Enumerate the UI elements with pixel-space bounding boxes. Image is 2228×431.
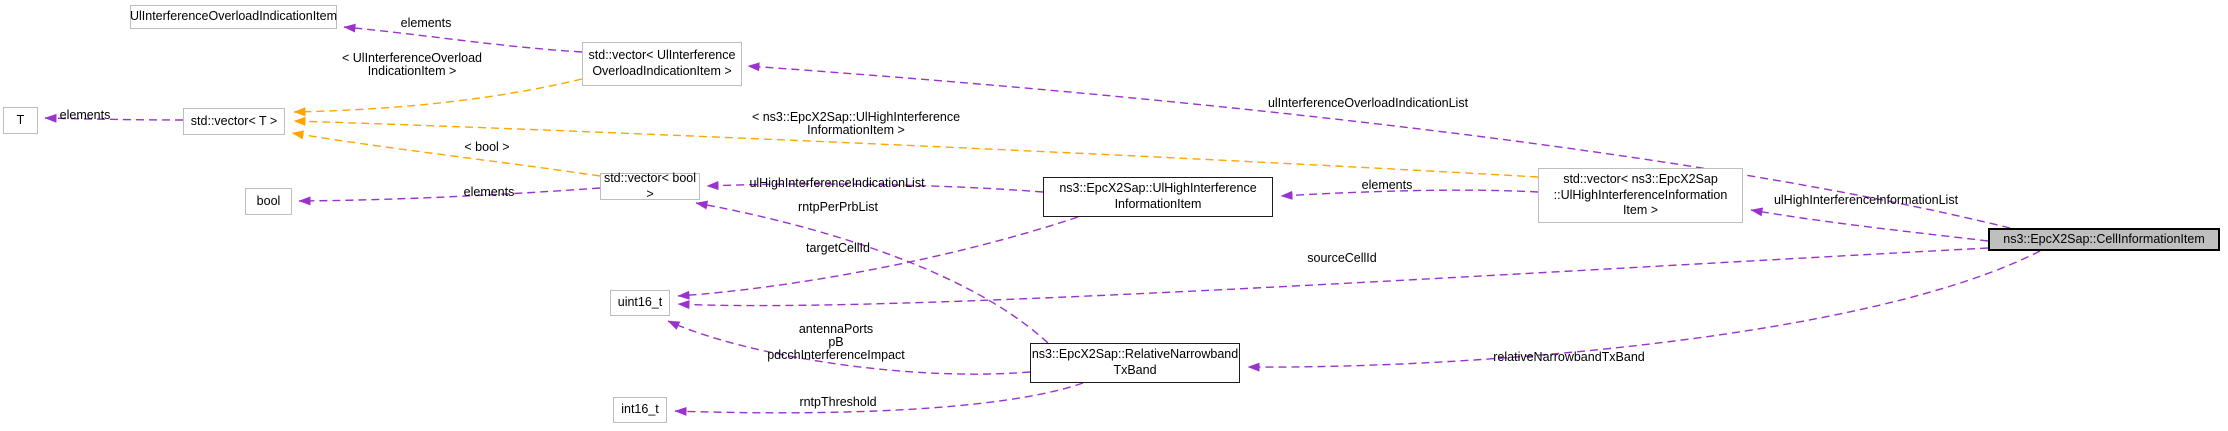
edge-ulinterferenceoverloadindicationlist (747, 62, 2011, 229)
node-ns3-epcx2sap-cellinformationitem: ns3::EpcX2Sap::CellInformationItem (1988, 228, 2220, 251)
edge-label-relativenarrowbandtxband: relativeNarrowbandTxBand (1493, 350, 1645, 364)
node-int16-t: int16_t (613, 397, 667, 423)
edge-label-elements-t: elements (59, 108, 111, 122)
node-ns3-epcx2sap-ulhighinterferenceinformationitem[interactable]: ns3::EpcX2Sap::UlHighInterference Inform… (1043, 177, 1273, 217)
edge-label-ulhighinterferenceindicationlist: ulHighInterferenceIndicationList (749, 176, 925, 190)
edge-label-rntpperprblist: rntpPerPrbList (798, 200, 878, 214)
edge-antennaports-pb-pdcchinterferenceimpact (667, 320, 1031, 375)
edge-elements-vector-t-to-t (44, 113, 184, 123)
edge-label-rntpthreshold: rntpThreshold (799, 395, 877, 409)
edge-label-ulinterferenceoverloadindicationlist: ulInterferenceOverloadIndicationList (1267, 96, 1469, 110)
node-std-vector-ulinterferenceoverloadindicationitem: std::vector< UlInterference OverloadIndi… (582, 42, 742, 86)
node-uint16-t: uint16_t (610, 290, 670, 316)
edge-label-elements-uhii: elements (1361, 178, 1413, 192)
node-std-vector-t: std::vector< T > (183, 108, 285, 135)
edge-ulhighinterferenceindicationlist (706, 181, 1044, 193)
edge-elements-vector-uhii-to-item (1280, 189, 1539, 200)
edge-label-template-bool: < bool > (464, 140, 510, 154)
edge-template-ulinterferenceoverloadindicationitem (293, 78, 583, 117)
node-bool: bool (245, 188, 292, 215)
node-std-vector-bool: std::vector< bool > (600, 171, 700, 201)
edge-template-ns3-ulhighinterferenceinformationitem (293, 116, 1539, 178)
edge-targetcellid (677, 216, 1079, 300)
edge-template-bool (291, 130, 601, 177)
node-ulinterferenceoverloadindicationitem: UlInterferenceOverloadIndicationItem (130, 5, 337, 29)
edge-rntpthreshold (674, 382, 1084, 416)
edge-rntpperprblist (695, 200, 1049, 344)
node-ns3-epcx2sap-relativenarrowbandtxband[interactable]: ns3::EpcX2Sap::RelativeNarrowband TxBand (1030, 343, 1240, 383)
edge-label-sourcecellid: sourceCellId (1307, 251, 1377, 265)
edge-relativenarrowbandtxband (1247, 250, 2041, 372)
edge-label-elements-bool: elements (463, 185, 515, 199)
edge-label-targetcellid: targetCellId (806, 241, 870, 255)
node-t: T (3, 107, 38, 134)
edge-label-antennaports-pb-pdcchinterferenceimpact: antennaPorts pB pdcchInterferenceImpact (767, 322, 905, 363)
node-std-vector-ns3-epcx2sap-ulhighinterferenceinformationitem: std::vector< ns3::EpcX2Sap ::UlHighInter… (1538, 168, 1743, 223)
edge-label-elements-uloi: elements (400, 16, 452, 30)
edge-label-template-ns3-ulhighinterferenceinformationitem: < ns3::EpcX2Sap::UlHighInterference Info… (751, 110, 961, 138)
edge-label-ulhighinterferenceinformationlist: ulHighInterferenceInformationList (1773, 193, 1959, 207)
edge-label-template-ulinterferenceoverloadindicationitem: < UlInterferenceOverload IndicationItem … (341, 51, 483, 79)
edge-elements-vector-bool-to-bool (298, 187, 601, 206)
edge-sourcecellid (677, 247, 1989, 310)
edge-elements-vector-uloi-to-item (343, 23, 583, 53)
